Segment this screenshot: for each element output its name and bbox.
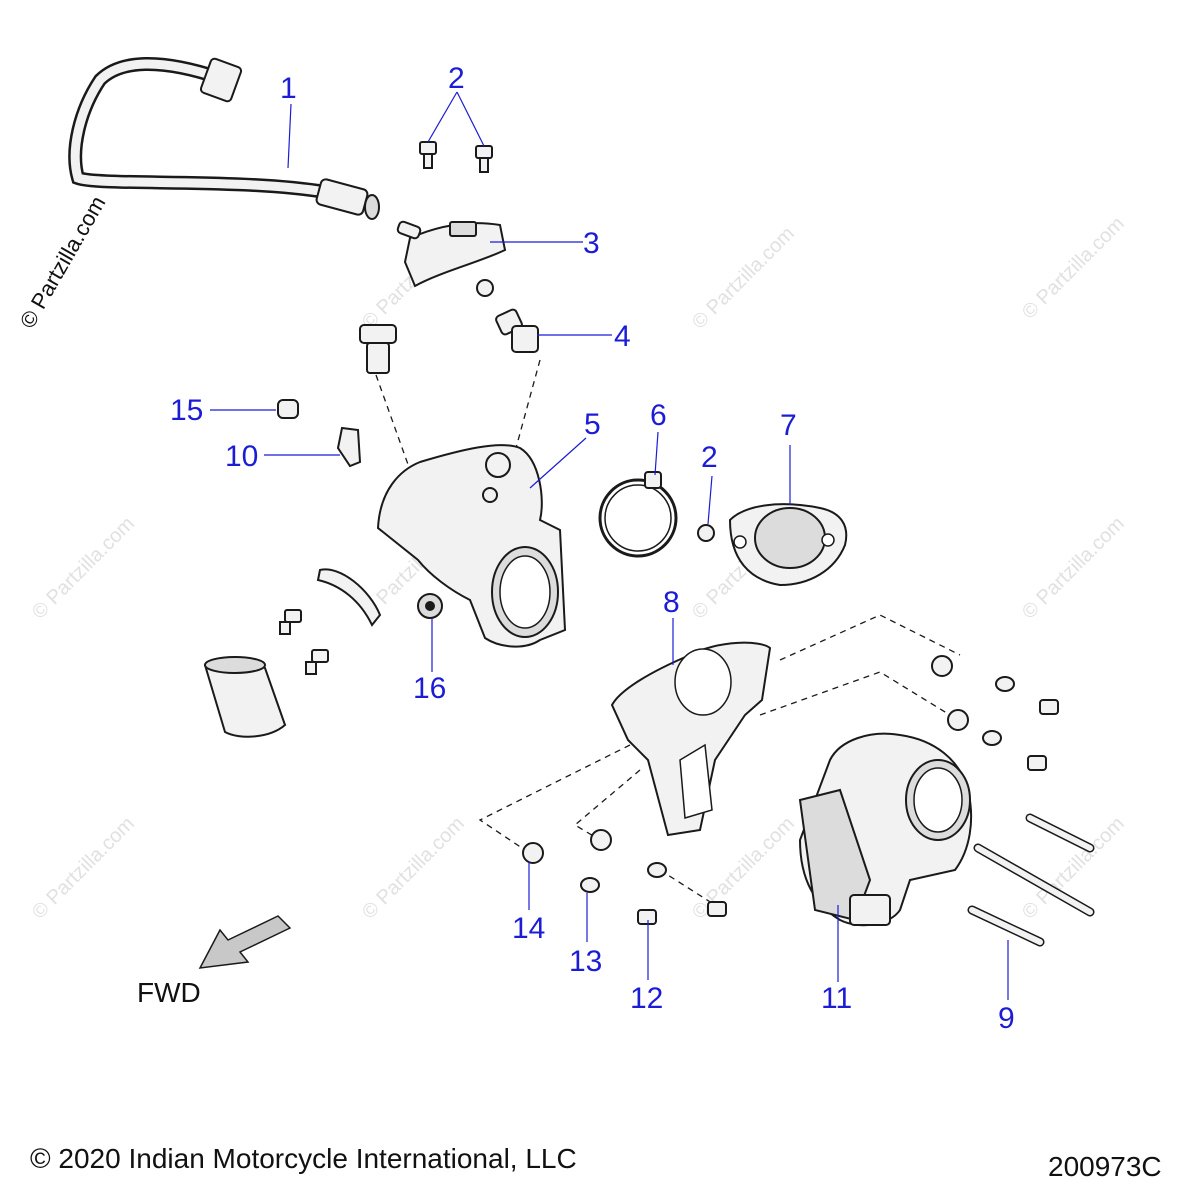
- part-fasteners-bottom: [522, 829, 727, 925]
- forward-arrow: [198, 915, 292, 969]
- watermark: © Partzilla.com: [1018, 213, 1129, 324]
- part-fuel-rail: [396, 220, 507, 297]
- diagram-id: 200973C: [1048, 1151, 1162, 1182]
- part-bolts-lower-left: [279, 609, 329, 675]
- part-long-bolts: [967, 813, 1095, 947]
- callout-8: 8: [663, 586, 680, 619]
- callout-16: 16: [413, 672, 446, 705]
- part-bolt-pair-top: [419, 141, 493, 173]
- callout-3: 3: [583, 227, 600, 260]
- part-grommet-16: [417, 593, 443, 619]
- copyright-text: © 2020 Indian Motorcycle International, …: [30, 1143, 577, 1174]
- part-fuel-line: [68, 57, 380, 220]
- callout-1: 1: [280, 72, 297, 105]
- watermark-side: © Partzilla.com: [15, 192, 111, 333]
- callout-10: 10: [225, 440, 258, 473]
- watermark: © Partzilla.com: [28, 813, 139, 924]
- callout-14: 14: [512, 912, 545, 945]
- part-clamp-ring: [598, 471, 678, 558]
- callout-4: 4: [614, 320, 631, 353]
- part-plate: [728, 503, 848, 587]
- part-fasteners-right: [931, 655, 1059, 771]
- part-throttle-body: [798, 732, 973, 927]
- callout-2-middle: 2: [701, 441, 718, 474]
- part-clip-10: [336, 426, 362, 468]
- leader-lines: [210, 91, 1009, 1000]
- callout-13: 13: [569, 945, 602, 978]
- part-boot: [203, 656, 287, 738]
- part-injectors: [359, 308, 539, 374]
- watermark: © Partzilla.com: [688, 223, 799, 334]
- part-intake-manifold: [376, 444, 567, 648]
- watermark: © Partzilla.com: [358, 813, 469, 924]
- callout-11: 11: [821, 982, 852, 1015]
- watermark: © Partzilla.com: [28, 513, 139, 624]
- callout-2-top: 2: [448, 62, 465, 95]
- callout-6: 6: [650, 399, 667, 432]
- watermark: © Partzilla.com: [1018, 513, 1129, 624]
- callout-9: 9: [998, 1002, 1015, 1035]
- part-small-bolt-15: [277, 399, 299, 419]
- callout-5: 5: [584, 408, 601, 441]
- callout-numbers: 1 2 3 4 5 6 2 7 8 9 10 11 12 13 14 15 16: [170, 62, 1015, 1035]
- part-nut-middle: [697, 524, 715, 542]
- callout-7: 7: [780, 409, 797, 442]
- watermark: © Partzilla.com: [688, 813, 799, 924]
- callout-12: 12: [630, 982, 663, 1015]
- direction-label: FWD: [137, 977, 201, 1008]
- part-clamp-lower-left: [316, 568, 382, 627]
- part-gasket: [610, 641, 772, 837]
- callout-15: 15: [170, 394, 203, 427]
